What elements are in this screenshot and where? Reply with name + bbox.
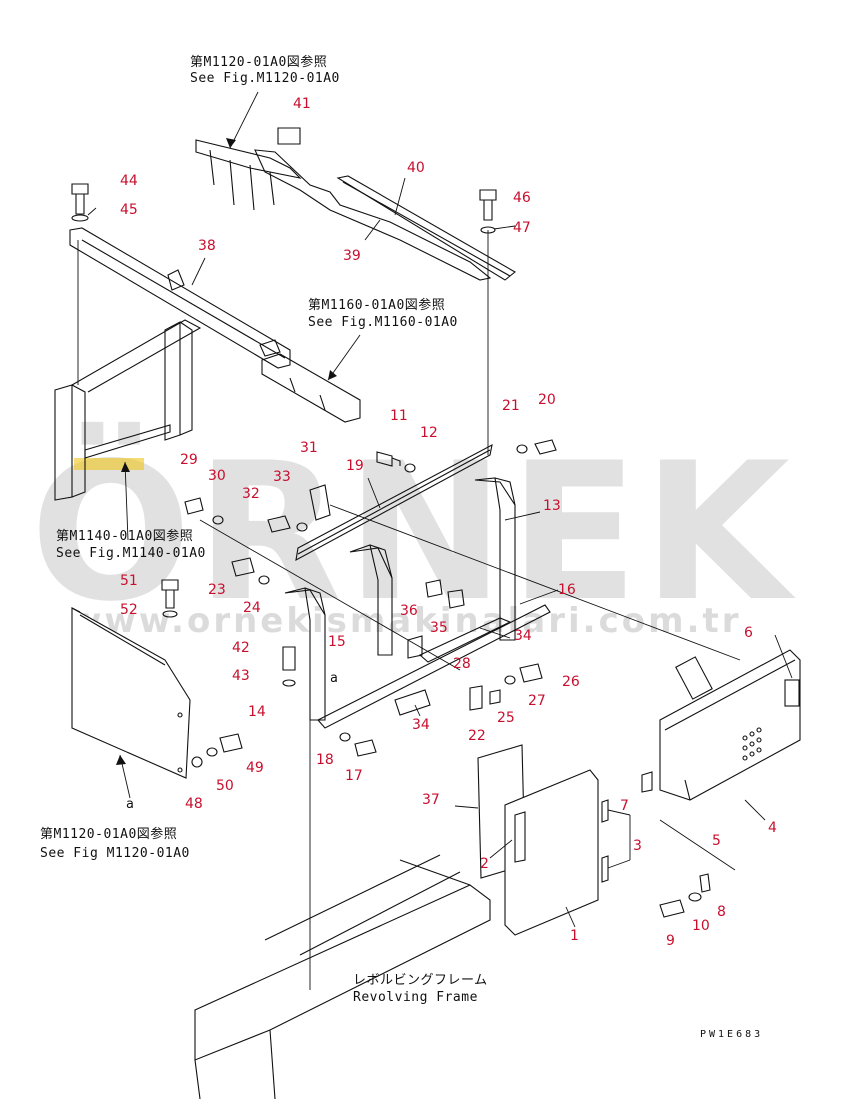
callout-10: 10: [692, 918, 710, 934]
callout-16: 16: [558, 582, 576, 598]
callout-38: 38: [198, 238, 216, 254]
ref-left-en: See Fig.M1140-01A0: [56, 546, 206, 561]
callout-45: 45: [120, 202, 138, 218]
part-callouts: 1 2 3 4 5 6 7 8 9 10 11 12 13 14 15 16 1…: [120, 96, 777, 949]
callout-9: 9: [666, 933, 675, 949]
callout-7: 7: [620, 798, 629, 814]
callout-22: 22: [468, 728, 486, 744]
callout-34a: 34: [514, 628, 532, 644]
callout-13: 13: [543, 498, 561, 514]
callout-47: 47: [513, 220, 531, 236]
arrow-icon: [226, 138, 236, 148]
arrow-icon: [121, 462, 130, 472]
callout-34b: 34: [412, 717, 430, 733]
callout-51: 51: [120, 573, 138, 589]
arrow-icon: [116, 755, 126, 765]
callout-2: 2: [480, 856, 489, 872]
callout-24: 24: [243, 600, 261, 616]
ref-mid-jp: 第M1160-01A0図参照: [308, 297, 445, 313]
callout-20: 20: [538, 392, 556, 408]
frame-label-jp: レボルビングフレーム: [353, 973, 488, 988]
callout-19: 19: [346, 458, 364, 474]
callout-29: 29: [180, 452, 198, 468]
drawing-code: PW1E683: [700, 1029, 763, 1040]
watermark-site: www.ornekismakinalari.com.tr: [70, 601, 741, 641]
callout-32: 32: [242, 486, 260, 502]
callout-5: 5: [712, 833, 721, 849]
callout-36: 36: [400, 603, 418, 619]
callout-15: 15: [328, 634, 346, 650]
arrow-icon: [328, 370, 337, 380]
callout-39: 39: [343, 248, 361, 264]
callout-35: 35: [430, 620, 448, 636]
ref-left-jp: 第M1140-01A0図参照: [56, 528, 193, 544]
callout-52: 52: [120, 602, 138, 618]
callout-12: 12: [420, 425, 438, 441]
view-mark-a-left: a: [126, 797, 134, 812]
callout-31: 31: [300, 440, 318, 456]
callout-42: 42: [232, 640, 250, 656]
callout-18: 18: [316, 752, 334, 768]
ref-top-en: See Fig.M1120-01A0: [190, 71, 340, 86]
callout-17: 17: [345, 768, 363, 784]
ref-mid-en: See Fig.M1160-01A0: [308, 315, 458, 330]
callout-43: 43: [232, 668, 250, 684]
callout-27: 27: [528, 693, 546, 709]
callout-21: 21: [502, 398, 520, 414]
callout-37: 37: [422, 792, 440, 808]
callout-4: 4: [768, 820, 777, 836]
frame-label-en: Revolving Frame: [353, 990, 478, 1005]
callout-3: 3: [633, 838, 642, 854]
callout-48: 48: [185, 796, 203, 812]
ref-bottom-jp: 第M1120-01A0図参照: [40, 826, 177, 842]
view-mark-a-center: a: [330, 671, 338, 686]
callout-23: 23: [208, 582, 226, 598]
callout-8: 8: [717, 904, 726, 920]
callout-26: 26: [562, 674, 580, 690]
callout-40: 40: [407, 160, 425, 176]
callout-41: 41: [293, 96, 311, 112]
watermark: ÖRNEK www.ornekismakinalari.com.tr: [30, 421, 796, 643]
leader-arrows: [116, 138, 337, 765]
callout-33: 33: [273, 469, 291, 485]
vent-grid: [742, 727, 762, 761]
reference-notes: 第M1120-01A0図参照 See Fig.M1120-01A0 第M1160…: [40, 54, 763, 1040]
ref-top-jp: 第M1120-01A0図参照: [190, 54, 327, 70]
callout-14: 14: [248, 704, 266, 720]
callout-1: 1: [570, 928, 579, 944]
callout-25: 25: [497, 710, 515, 726]
callout-30: 30: [208, 468, 226, 484]
drawing-lines: [54, 127, 801, 1099]
callout-6: 6: [744, 625, 753, 641]
callout-49: 49: [246, 760, 264, 776]
callout-28: 28: [453, 656, 471, 672]
ref-bottom-en: See Fig M1120-01A0: [40, 846, 190, 861]
callout-50: 50: [216, 778, 234, 794]
callout-11: 11: [390, 408, 408, 424]
callout-46: 46: [513, 190, 531, 206]
watermark-brand: ÖRNEK: [30, 421, 796, 643]
callout-44: 44: [120, 173, 138, 189]
